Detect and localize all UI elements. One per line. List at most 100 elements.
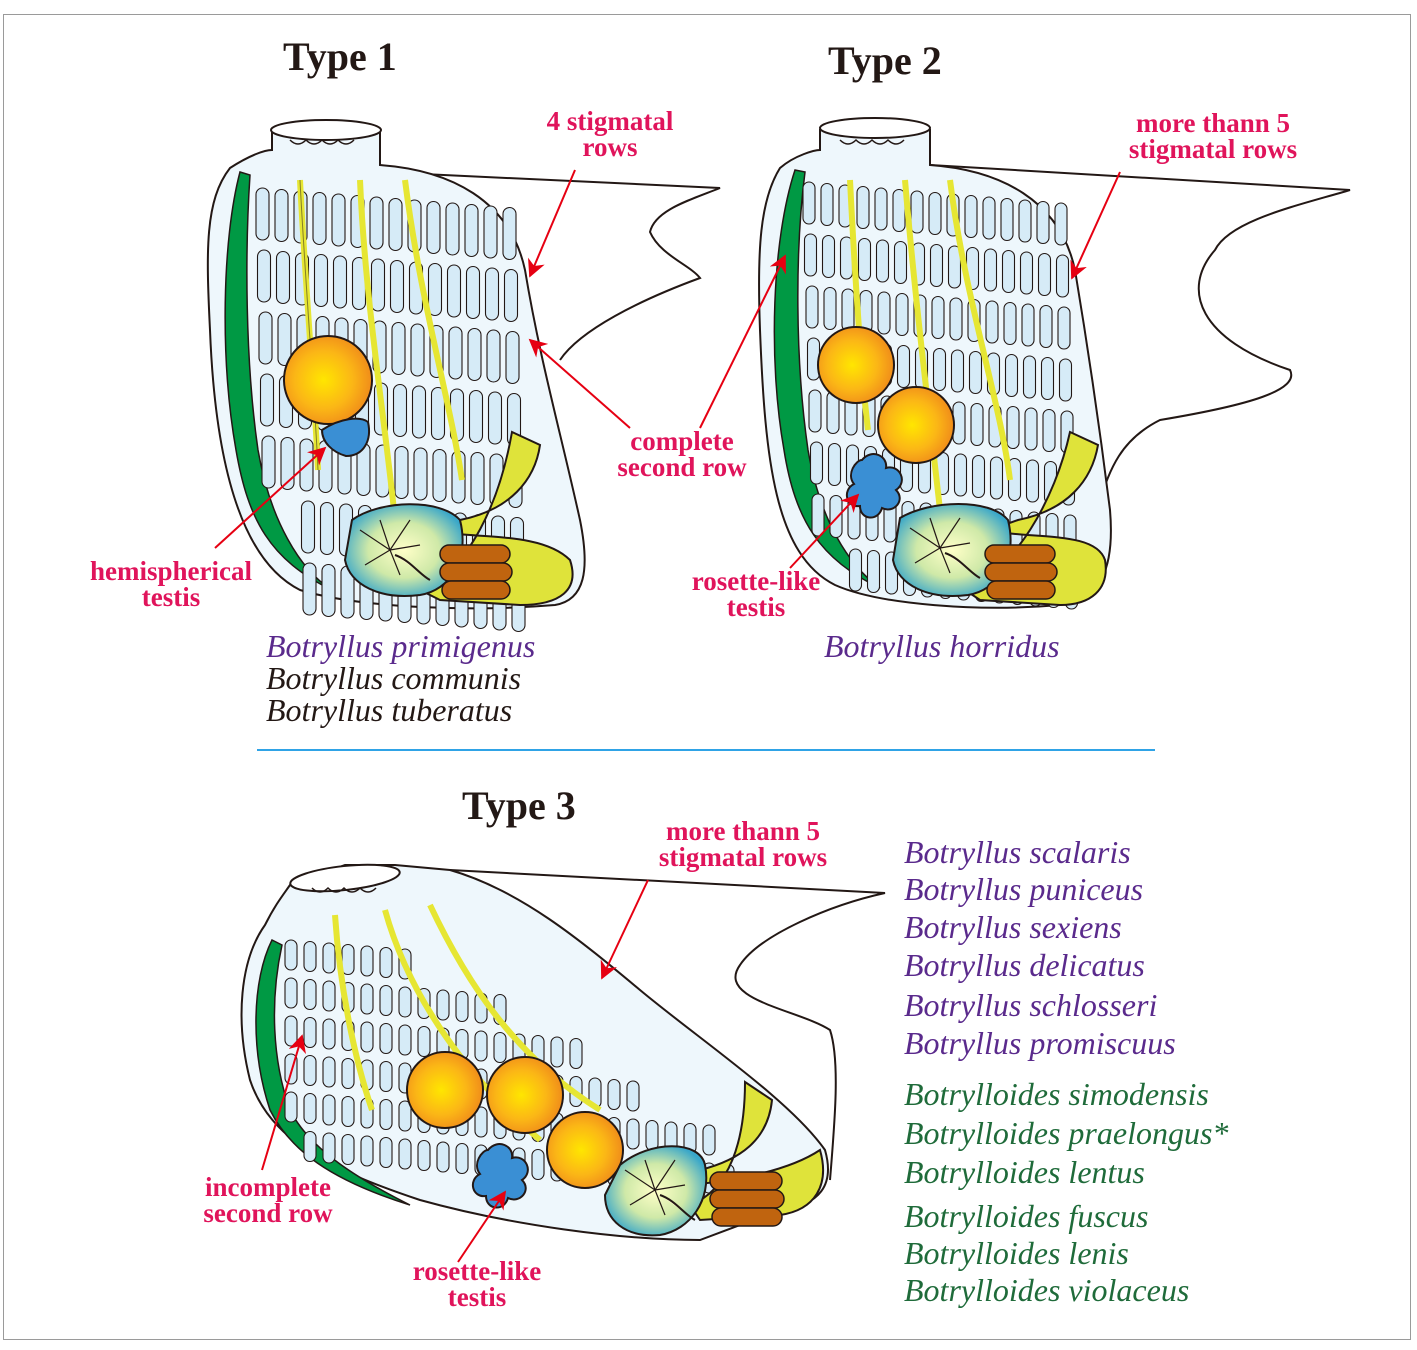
stigma-slit: [626, 1080, 640, 1112]
type3-rows-label-line1: more thann 5: [665, 816, 820, 846]
stigma-slit: [968, 350, 983, 395]
type2-rows-label: more thann 5 stigmatal rows: [1082, 110, 1344, 164]
stigma-slit: [284, 1015, 298, 1047]
type2-rows-label-line2: stigmatal rows: [1128, 134, 1298, 164]
arrow-type2-testis: [789, 493, 860, 569]
type2-ovary-2: [877, 386, 955, 464]
stigma-slit: [820, 182, 834, 227]
stigma-slit: [398, 986, 412, 1018]
stigma-slit: [465, 265, 481, 320]
arrow-complete-second-row-type2: [699, 254, 786, 429]
stigma-slit: [341, 1133, 355, 1166]
stigma-slit: [569, 1037, 583, 1070]
stigma-slit: [1004, 353, 1019, 398]
stigma-slit: [985, 300, 999, 344]
type2-zooid: [758, 117, 1351, 610]
stigma-slit: [857, 237, 872, 282]
stigma-slit: [827, 442, 842, 487]
type3-faecal-pellets: [709, 1171, 785, 1227]
stigma-slit: [1039, 304, 1053, 349]
stigma-slit: [398, 1024, 412, 1056]
stigma-slit: [971, 454, 986, 499]
stigma-slit: [702, 1124, 716, 1156]
stigma-slit: [331, 193, 346, 247]
stigma-slit: [1003, 301, 1017, 346]
type1-second-row-label-line2: second row: [617, 452, 747, 482]
type2-testis-label: rosette-like testis: [668, 566, 844, 621]
type1-ovary: [283, 335, 373, 425]
stigma-slit: [322, 1132, 336, 1164]
stigma-slit: [1021, 303, 1035, 347]
stigma-slit: [280, 436, 295, 491]
stigma-slit: [821, 234, 836, 279]
stigma-slit: [502, 206, 517, 261]
stigma-slit: [394, 445, 409, 500]
type1-second-row-label-line1: complete: [630, 426, 734, 456]
stigma-slit: [983, 248, 998, 292]
stigma-slit: [829, 494, 843, 539]
stigma-slit: [448, 326, 463, 380]
species-botryllus-puniceus: Botryllus puniceus: [904, 871, 1144, 907]
type2-testis-label-line1: rosette-like: [691, 566, 821, 596]
stigma-slit: [379, 1098, 393, 1131]
stigma-slit: [464, 203, 479, 258]
stigma-slit: [303, 1092, 317, 1125]
stigma-slit: [1055, 254, 1070, 298]
arrow-type1-testis: [214, 446, 327, 549]
stigma-slit: [300, 500, 316, 554]
type1-rows-label-line1: 4 stigmatal: [546, 106, 674, 136]
stigma-slit: [379, 1136, 393, 1169]
stigma-slit: [823, 286, 837, 331]
stigma-slit: [803, 233, 818, 277]
stigma-slit: [360, 945, 374, 977]
stigma-slit: [436, 1141, 450, 1173]
stigma-slit: [896, 344, 911, 389]
arrow-type1-second-row: [528, 338, 631, 429]
species-botryllus-schlosseri: Botryllus schlosseri: [904, 987, 1158, 1023]
stigma-slit: [505, 330, 520, 385]
stigma-slit: [1024, 407, 1038, 451]
stigma-slit: [1006, 405, 1020, 450]
stigma-slit: [446, 264, 462, 318]
type1-zooid: [206, 119, 721, 633]
stigma-slit: [388, 197, 403, 252]
stigma-slit: [1025, 459, 1040, 503]
stigma-slit: [1000, 197, 1014, 242]
stigma-slit: [392, 383, 408, 438]
type1-rows-label: 4 stigmatal rows: [515, 106, 705, 162]
stigma-slit: [848, 548, 863, 592]
species-botryllus-tuberatus: Botryllus tuberatus: [266, 692, 513, 728]
stigma-slit: [398, 1100, 412, 1132]
stigma-slit: [284, 977, 298, 1009]
stigma-slit: [531, 1148, 545, 1181]
type1-second-row-label: complete second row: [592, 426, 772, 482]
type2-endostyle: [773, 169, 881, 589]
arrow-type1-rows: [528, 169, 576, 278]
stigma-slit: [303, 978, 317, 1011]
stigma-slit: [322, 942, 336, 974]
type2-rosette-testis: [845, 453, 903, 519]
type2-oral-siphon: [819, 117, 931, 139]
stigma-slit: [931, 295, 945, 340]
stigma-slit: [874, 187, 888, 231]
stigma-slit: [322, 980, 336, 1012]
type1-oral-siphon: [270, 119, 382, 141]
species-botrylloides-praelongus: Botrylloides praelongus*: [904, 1115, 1229, 1151]
stigma-slit: [341, 1095, 355, 1128]
type1-rows-label-line2: rows: [582, 132, 638, 162]
stigma-slit: [467, 327, 482, 382]
stigma-slit: [1019, 251, 1034, 295]
species-botryllus-promiscuus: Botryllus promiscuus: [904, 1025, 1176, 1061]
stigma-slit: [417, 1139, 431, 1172]
stigma-slit: [483, 205, 498, 259]
arrow-type2-rows: [1070, 171, 1121, 280]
arrow-type3-testis: [457, 1190, 507, 1263]
stigma-slit: [503, 268, 519, 323]
stigma-slit: [410, 323, 425, 377]
stigma-slit: [379, 946, 393, 979]
type2-faecal-pellets: [984, 544, 1058, 600]
species-botryllus-primigenus: Botryllus primigenus: [266, 628, 536, 664]
stigma-slit: [341, 1057, 355, 1090]
stigma-slit: [413, 447, 428, 501]
